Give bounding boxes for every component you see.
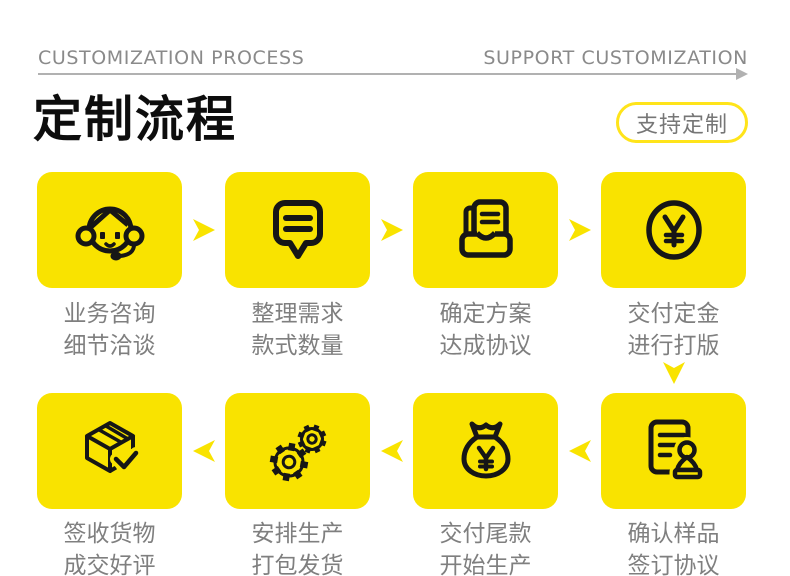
step-tile-1 xyxy=(37,172,182,288)
box-check-icon xyxy=(84,421,142,473)
flow-arrow-right-icon xyxy=(192,218,216,242)
document-tray-icon xyxy=(458,199,513,258)
caption-line: 交付尾款 xyxy=(439,521,532,547)
caption-line: 整理需求 xyxy=(251,301,344,327)
step-caption-5: 确认样品 签订协议 xyxy=(601,518,746,576)
caption-line: 开始生产 xyxy=(439,553,532,576)
header-divider-line xyxy=(38,73,738,75)
gears-icon xyxy=(269,424,327,482)
step-caption-6: 交付尾款 开始生产 xyxy=(413,518,558,576)
flow-arrow-right-icon xyxy=(568,218,592,242)
caption-line: 安排生产 xyxy=(251,521,344,547)
chat-bubble-icon xyxy=(272,200,323,259)
step-caption-3: 确定方案 达成协议 xyxy=(413,298,558,362)
step-tile-4 xyxy=(601,172,746,288)
caption-line: 款式数量 xyxy=(251,333,344,359)
flow-arrow-left-icon xyxy=(192,439,216,463)
flow-arrow-left-icon xyxy=(568,439,592,463)
flow-arrow-left-icon xyxy=(380,439,404,463)
step-tile-6 xyxy=(413,393,558,509)
stamp-document-icon xyxy=(648,419,705,483)
step-tile-2 xyxy=(225,172,370,288)
caption-line: 进行打版 xyxy=(627,333,720,359)
step-caption-1: 业务咨询 细节洽谈 xyxy=(37,298,182,362)
caption-line: 签收货物 xyxy=(63,521,156,547)
caption-line: 打包发货 xyxy=(251,553,344,576)
caption-line: 细节洽谈 xyxy=(63,333,156,359)
step-tile-3 xyxy=(413,172,558,288)
step-caption-7: 安排生产 打包发货 xyxy=(225,518,370,576)
caption-line: 确定方案 xyxy=(439,301,532,327)
header-right-label: SUPPORT CUSTOMIZATION xyxy=(483,47,748,69)
step-caption-8: 签收货物 成交好评 xyxy=(37,518,182,576)
flow-arrow-down-icon xyxy=(662,361,686,385)
caption-line: 签订协议 xyxy=(627,553,720,576)
page-title: 定制流程 xyxy=(33,91,238,148)
step-caption-2: 整理需求 款式数量 xyxy=(225,298,370,362)
money-bag-icon xyxy=(461,421,510,479)
step-tile-5 xyxy=(601,393,746,509)
caption-line: 确认样品 xyxy=(627,521,720,547)
step-tile-7 xyxy=(225,393,370,509)
header-divider-arrow-icon xyxy=(736,68,748,80)
step-tile-8 xyxy=(37,393,182,509)
caption-line: 交付定金 xyxy=(627,301,720,327)
caption-line: 达成协议 xyxy=(439,333,532,359)
caption-line: 成交好评 xyxy=(63,553,156,576)
step-caption-4: 交付定金 进行打版 xyxy=(601,298,746,362)
yen-coin-icon xyxy=(645,200,702,260)
badge-label: 支持定制 xyxy=(635,112,728,138)
header-left-label: CUSTOMIZATION PROCESS xyxy=(38,47,305,69)
customer-service-icon xyxy=(75,206,144,261)
support-customization-badge: 支持定制 xyxy=(616,102,748,143)
caption-line: 业务咨询 xyxy=(63,301,156,327)
flow-arrow-right-icon xyxy=(380,218,404,242)
